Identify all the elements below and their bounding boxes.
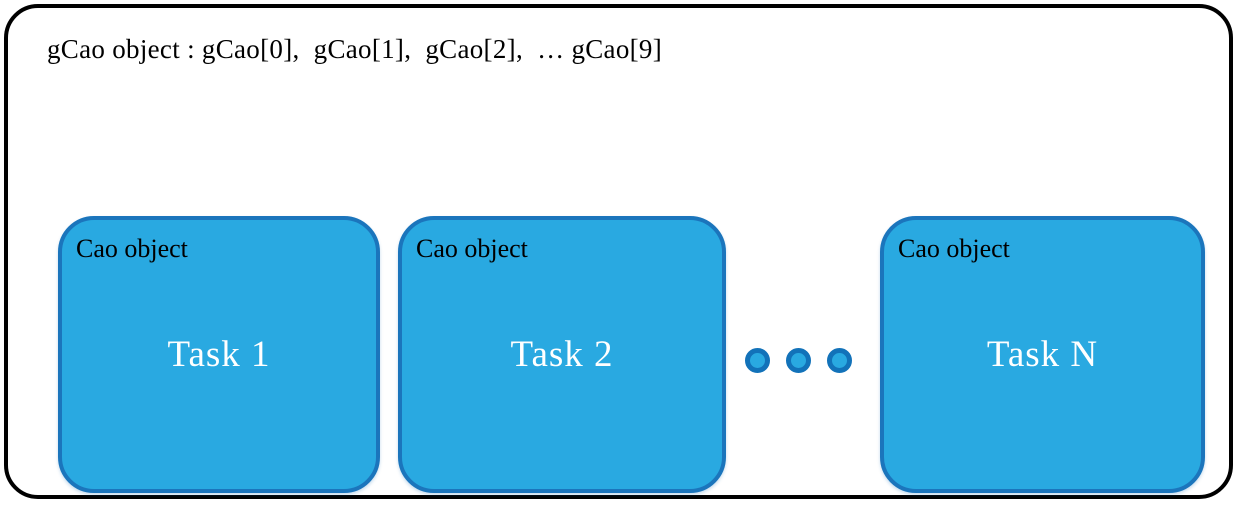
task-2-label: Task 2	[510, 334, 614, 375]
ellipsis-dots	[745, 348, 852, 373]
task-n-label: Task N	[986, 334, 1099, 375]
gcao-object-frame: gCao object : gCao[0], gCao[1], gCao[2],…	[4, 4, 1233, 499]
ellipsis-dot-icon	[786, 348, 811, 373]
cao-object-box-task-2: Task 2 Cao object	[398, 216, 726, 493]
task-1-label: Task 1	[167, 334, 271, 375]
ellipsis-dot-icon	[827, 348, 852, 373]
cao-object-box-task-n: Task N Cao object	[880, 216, 1205, 493]
ellipsis-dot-icon	[745, 348, 770, 373]
cao-object-label-1: Cao object	[76, 234, 188, 263]
cao-object-label-2: Cao object	[416, 234, 528, 263]
cao-object-label-3: Cao object	[898, 234, 1010, 263]
cao-object-box-task-1: Task 1 Cao object	[58, 216, 380, 493]
gcao-object-header: gCao object : gCao[0], gCao[1], gCao[2],…	[47, 34, 663, 64]
